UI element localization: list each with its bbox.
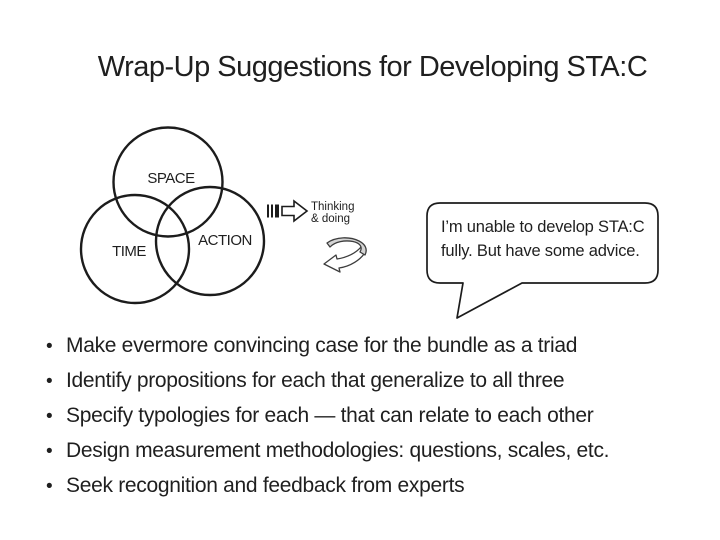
bullet-marker: • [46, 406, 53, 427]
process-label-line2: & doing [311, 212, 351, 225]
bullet-text: Design measurement methodologies: questi… [66, 439, 610, 462]
speech-bubble-text: I’m unable to develop STA:C fully. But h… [441, 216, 655, 263]
venn-label-time: TIME [112, 243, 146, 260]
bullet-marker: • [46, 441, 53, 462]
curved-loop-arrow-icon [323, 237, 367, 273]
venn-label-action: ACTION [198, 232, 252, 249]
striped-right-arrow-icon [267, 199, 309, 223]
bullet-item: • Seek recognition and feedback from exp… [46, 469, 712, 504]
bullet-text: Make evermore convincing case for the bu… [66, 334, 578, 357]
bullet-marker: • [46, 371, 53, 392]
bullet-marker: • [46, 336, 53, 357]
bullet-text: Seek recognition and feedback from exper… [66, 474, 465, 497]
venn-circle-space [112, 126, 224, 238]
venn-circle-action [154, 185, 266, 297]
bullet-text: Specify typologies for each — that can r… [66, 404, 594, 427]
bullet-marker: • [46, 476, 53, 497]
bullet-item: • Specify typologies for each — that can… [46, 399, 712, 434]
venn-circle-time [79, 193, 191, 305]
speech-bubble [426, 202, 659, 319]
speech-bubble-line2: fully. But have some advice. [441, 241, 640, 260]
process-label: Thinking & doing [311, 201, 355, 225]
venn-diagram [79, 126, 266, 305]
speech-bubble-line1: I’m unable to develop STA:C [441, 218, 645, 236]
bullet-item: • Make evermore convincing case for the … [46, 329, 712, 364]
venn-label-space: SPACE [147, 170, 195, 187]
bullet-item: • Identify propositions for each that ge… [46, 364, 712, 399]
process-label-line1: Thinking [311, 201, 355, 213]
bullet-text: Identify propositions for each that gene… [66, 369, 565, 392]
bullet-item: • Design measurement methodologies: ques… [46, 434, 712, 469]
slide-title: Wrap-Up Suggestions for Developing STA:C [97, 51, 648, 83]
bullet-list: • Make evermore convincing case for the … [46, 329, 712, 504]
